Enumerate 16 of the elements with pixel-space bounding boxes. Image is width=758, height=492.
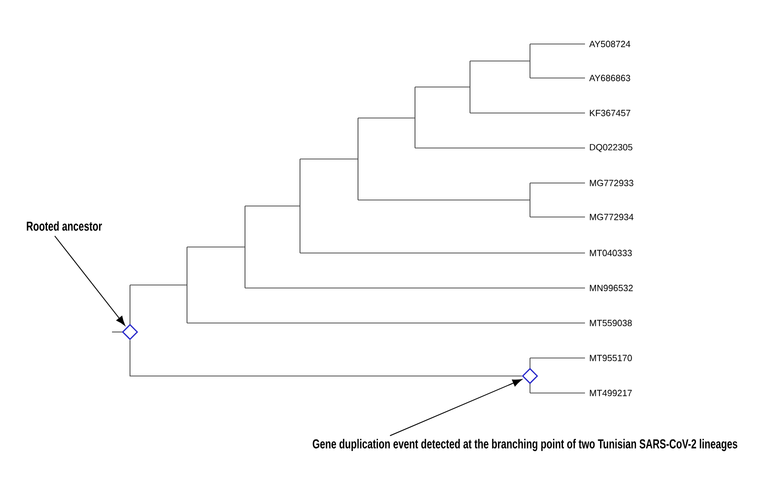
leaf-label: KF367457	[590, 110, 630, 116]
tree-branch	[130, 340, 522, 376]
arrow	[54, 236, 126, 326]
leaf-label: MT559038	[590, 320, 632, 326]
leaf-label: MG772933	[590, 180, 634, 186]
annotation-text: Rooted ancestor	[26, 221, 102, 231]
annotation-text: Gene duplication event detected at the branching point of two Tunisian SARS-CoV-2 lineages	[312, 438, 738, 452]
leaf-label: MT955170	[590, 354, 632, 362]
leaf-label: MT040333	[590, 250, 632, 256]
leaf-label: MT499217	[590, 390, 632, 396]
leaf-label: AY508724	[589, 40, 630, 48]
leaf-label: DQ022305	[590, 144, 632, 152]
leaf-label: MN996532	[590, 284, 633, 292]
leaf-label: AY686863	[589, 74, 630, 82]
arrow	[390, 379, 522, 436]
leaf-label: MG772934	[590, 214, 634, 220]
